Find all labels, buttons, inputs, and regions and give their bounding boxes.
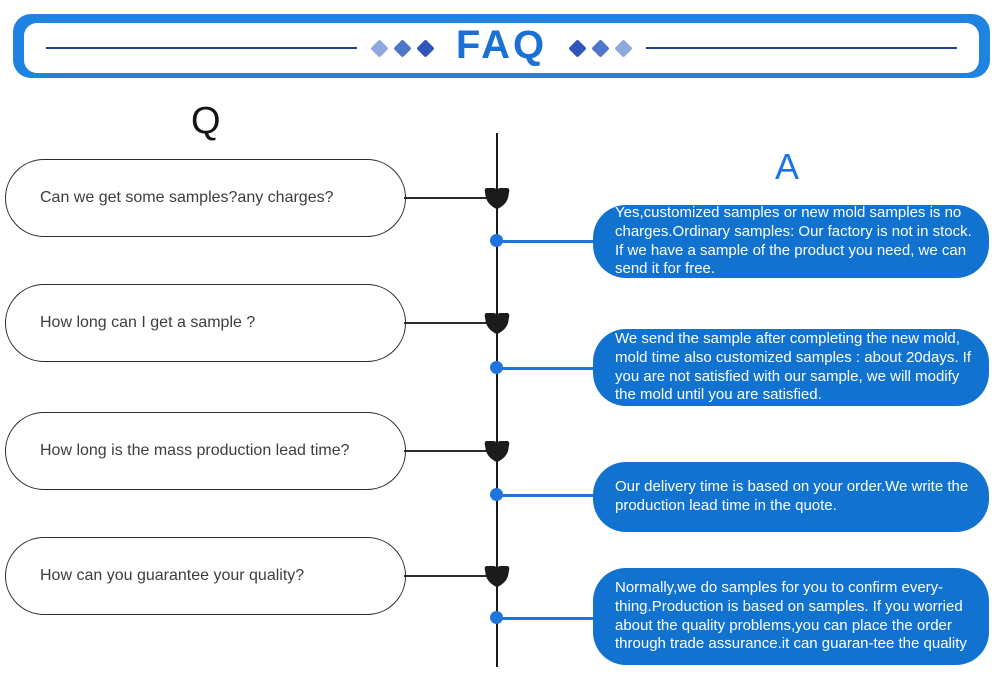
answer-connector (497, 494, 594, 497)
faq-title: FAQ (455, 22, 548, 67)
question-text: Can we get some samples?any charges? (40, 189, 334, 206)
diamond-icon (568, 38, 587, 58)
faq-banner: FAQ (13, 14, 990, 78)
question-text: How can you guarantee your quality? (40, 567, 305, 584)
answer-text: We send the sample after completing the … (615, 330, 972, 404)
question-bubble: How can you guarantee your quality? (5, 537, 406, 615)
answer-connector (497, 617, 594, 620)
question-connector (404, 322, 496, 324)
divider-rule-left (46, 47, 357, 49)
divider-rule-right (646, 47, 958, 49)
question-connector (404, 197, 496, 199)
question-connector (404, 575, 496, 577)
answer-bubble: We send the sample after completing the … (593, 329, 989, 406)
timeline-line (496, 133, 498, 667)
question-column-label: Q (191, 100, 221, 142)
answer-text: Yes,customized samples or new mold sampl… (615, 204, 972, 278)
question-connector (404, 450, 496, 452)
answer-column-label: A (775, 146, 800, 187)
diamond-icon (370, 38, 389, 58)
answer-bubble: Our delivery time is based on your order… (593, 462, 989, 532)
diamond-icon (591, 38, 610, 58)
faq-banner-inner: FAQ (24, 23, 979, 73)
diamond-group-right (568, 38, 633, 58)
diamond-icon (393, 38, 412, 58)
question-bubble: How long can I get a sample ? (5, 284, 406, 362)
question-text: How long can I get a sample ? (40, 314, 256, 331)
answer-connector (497, 367, 594, 370)
diamond-icon (416, 38, 435, 58)
answer-text: Our delivery time is based on your order… (615, 478, 969, 514)
question-bubble: Can we get some samples?any charges? (5, 159, 406, 237)
diamond-icon (614, 38, 633, 58)
question-bubble: How long is the mass production lead tim… (5, 412, 406, 490)
answer-text: Normally,we do samples for you to confir… (615, 579, 967, 653)
diamond-group-left (370, 38, 435, 58)
question-text: How long is the mass production lead tim… (40, 442, 350, 459)
answer-connector (497, 240, 594, 243)
answer-bubble: Normally,we do samples for you to confir… (593, 568, 989, 665)
answer-bubble: Yes,customized samples or new mold sampl… (593, 204, 989, 278)
